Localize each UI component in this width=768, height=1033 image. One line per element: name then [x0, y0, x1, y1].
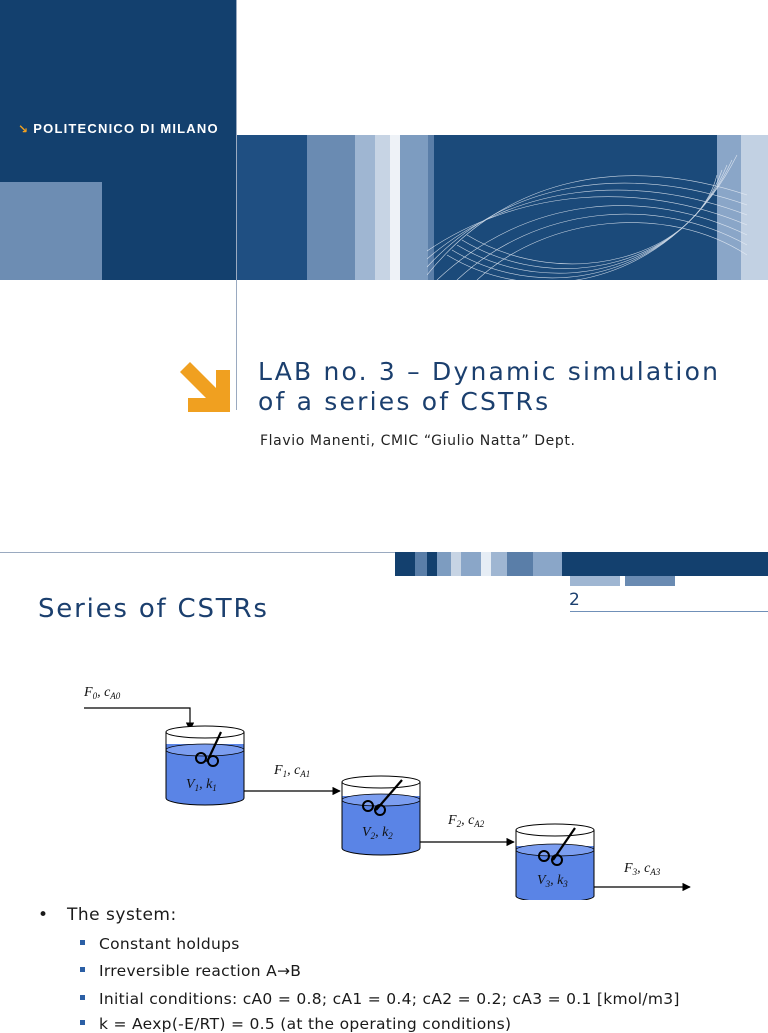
slide-number: 2 — [569, 590, 580, 610]
svg-text:V3, k3: V3, k3 — [537, 873, 568, 889]
university-logo: ↘POLITECNICO DI MILANO — [18, 121, 219, 136]
square-bullet-icon — [80, 1020, 85, 1025]
svg-text:V2, k2: V2, k2 — [362, 825, 393, 841]
slide2-header-band — [395, 552, 768, 576]
cstr-series-diagram: F0, cA0 V1, k1 F1, cA1 V2, k2 F2, cA2 — [83, 685, 691, 900]
slide-separator — [0, 552, 768, 553]
stream2-label: F2, cA2 — [447, 813, 485, 829]
square-bullet-icon — [80, 967, 85, 972]
slide1-author: Flavio Manenti, CMIC “Giulio Natta” Dept… — [260, 433, 576, 449]
bullet-main: • The system: — [38, 905, 177, 925]
header-divider — [236, 0, 237, 410]
logo-text: POLITECNICO DI MILANO — [33, 121, 219, 136]
orange-arrow-icon — [180, 362, 230, 412]
header-stripes — [237, 135, 768, 280]
tank-1: V1, k1 — [165, 725, 245, 806]
tank-3: V3, k3 — [515, 823, 595, 900]
bullet-main-text: The system: — [67, 905, 177, 925]
bullet-dot-icon: • — [38, 905, 49, 925]
sub-bullet-3: Initial conditions: cA0 = 0.8; cA1 = 0.4… — [80, 990, 680, 1008]
title-line1: LAB no. 3 – Dynamic simulation — [258, 357, 721, 386]
slide-number-rule — [570, 611, 768, 612]
stream3-label: F3, cA3 — [623, 861, 661, 877]
logo-arrow-icon: ↘ — [18, 122, 30, 136]
wave-pattern — [427, 154, 747, 280]
square-bullet-icon — [80, 940, 85, 945]
sub-bullet-4: k = Aexp(-E/RT) = 0.5 (at the operating … — [80, 1015, 511, 1033]
slide2-band-tabs — [570, 576, 675, 586]
title-line2: of a series of CSTRs — [258, 387, 551, 416]
svg-text:V1, k1: V1, k1 — [186, 777, 217, 793]
header-light-block — [0, 182, 102, 280]
tank-2: V2, k2 — [341, 775, 421, 856]
sub-bullet-2: Irreversible reaction A→B — [80, 962, 301, 980]
square-bullet-icon — [80, 995, 85, 1000]
sub-bullet-1: Constant holdups — [80, 935, 240, 953]
stream1-label: F1, cA1 — [273, 763, 310, 779]
slide2-title: Series of CSTRs — [38, 594, 269, 624]
inlet-label: F0, cA0 — [83, 685, 121, 701]
slide1-title: LAB no. 3 – Dynamic simulation of a seri… — [258, 357, 720, 417]
